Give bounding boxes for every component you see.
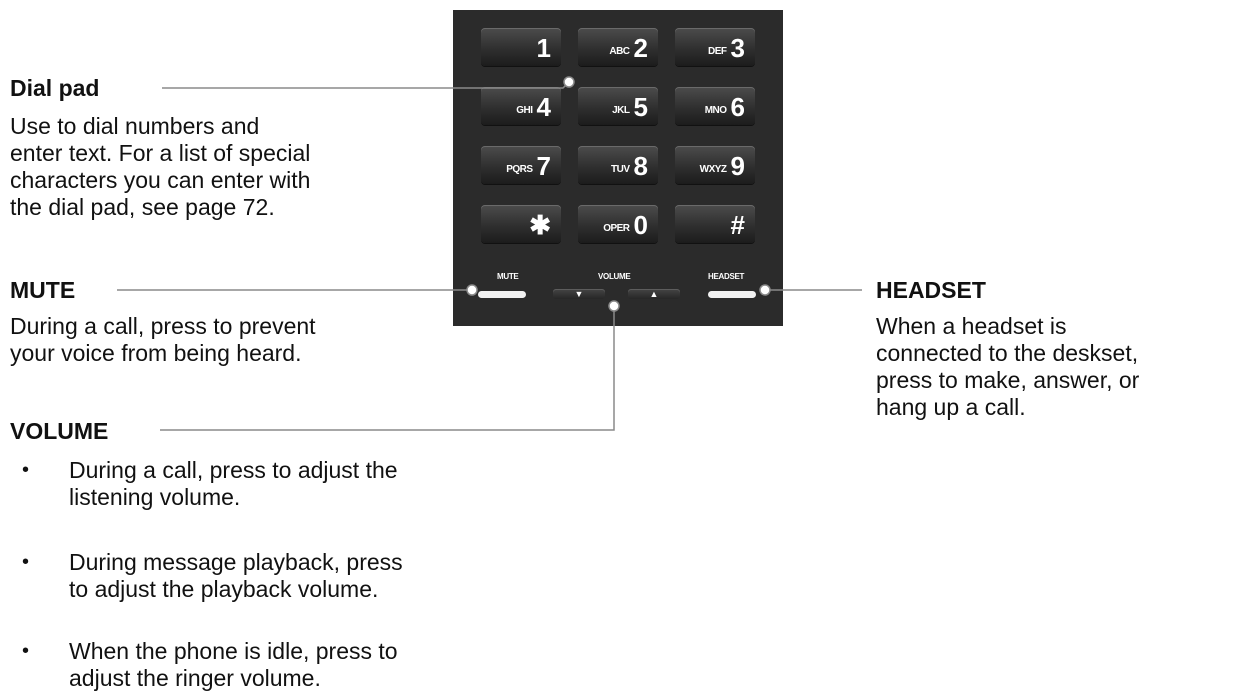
text-line: adjust the ringer volume.	[69, 665, 321, 691]
text-line: listening volume.	[69, 484, 241, 510]
key-4[interactable]: GHI 4	[481, 87, 561, 125]
key-digit: 2	[633, 33, 648, 63]
volume-up-icon: ▲	[649, 289, 659, 299]
text-line: During a call, press to adjust the	[69, 457, 398, 483]
text-line: During message playback, press	[69, 549, 403, 575]
key-3[interactable]: DEF 3	[675, 28, 755, 66]
key-5[interactable]: JKL 5	[578, 87, 658, 125]
text-line: the dial pad, see page 72.	[10, 194, 275, 220]
text-line: to adjust the playback volume.	[69, 576, 379, 602]
volume-title: VOLUME	[10, 418, 109, 444]
headset-description: When a headset is connected to the desks…	[876, 313, 1139, 421]
volume-key-label: VOLUME	[598, 272, 631, 281]
key-letters: DEF	[708, 46, 727, 57]
key-9[interactable]: WXYZ 9	[675, 146, 755, 184]
mute-description: During a call, press to prevent your voi…	[10, 313, 316, 367]
bullet-icon: •	[22, 640, 30, 662]
volume-down-key[interactable]: ▼	[553, 289, 605, 299]
volume-bullet-2: During message playback, press to adjust…	[69, 549, 403, 603]
text-line: Use to dial numbers and	[10, 113, 260, 139]
key-digit: 4	[536, 92, 551, 122]
key-digit: 7	[536, 151, 551, 181]
text-line: hang up a call.	[876, 394, 1026, 420]
key-letters: PQRS	[506, 164, 533, 175]
key-letters: GHI	[516, 105, 533, 116]
dial-pad-title: Dial pad	[10, 75, 100, 101]
text-line: When the phone is idle, press to	[69, 638, 398, 664]
key-digit: 5	[633, 92, 648, 122]
volume-pointer	[608, 300, 620, 312]
volume-leader	[160, 310, 615, 431]
text-line: enter text. For a list of special	[10, 140, 311, 166]
key-digit: #	[730, 210, 745, 240]
key-letters: TUV	[611, 164, 630, 175]
volume-up-key[interactable]: ▲	[628, 289, 680, 299]
headset-key[interactable]	[708, 291, 756, 298]
key-digit: 1	[536, 33, 551, 63]
key-7[interactable]: PQRS 7	[481, 146, 561, 184]
mute-title: MUTE	[10, 277, 76, 303]
key-digit: 0	[633, 210, 648, 240]
text-line: your voice from being heard.	[10, 340, 302, 366]
key-2[interactable]: ABC 2	[578, 28, 658, 66]
headset-title: HEADSET	[876, 277, 986, 303]
key-digit: ✱	[529, 210, 551, 240]
volume-down-icon: ▼	[574, 289, 584, 299]
key-1[interactable]: 1	[481, 28, 561, 66]
text-line: When a headset is	[876, 313, 1067, 339]
dial-pad-description: Use to dial numbers and enter text. For …	[10, 113, 310, 221]
text-line: During a call, press to prevent	[10, 313, 316, 339]
key-digit: 6	[730, 92, 745, 122]
volume-bullet-1: During a call, press to adjust the liste…	[69, 457, 398, 511]
text-line: connected to the deskset,	[876, 340, 1139, 366]
mute-key-label: MUTE	[497, 272, 519, 281]
key-star[interactable]: ✱	[481, 205, 561, 243]
volume-bullet-3: When the phone is idle, press to adjust …	[69, 638, 398, 692]
mute-pointer	[466, 284, 478, 296]
text-line: characters you can enter with	[10, 167, 311, 193]
key-6[interactable]: MNO 6	[675, 87, 755, 125]
headset-key-label: HEADSET	[708, 272, 745, 281]
dial-pad-pointer	[563, 76, 575, 88]
key-letters: ABC	[609, 46, 630, 57]
key-pound[interactable]: #	[675, 205, 755, 243]
headset-pointer	[759, 284, 771, 296]
mute-key[interactable]	[478, 291, 526, 298]
key-digit: 9	[730, 151, 745, 181]
text-line: press to make, answer, or	[876, 367, 1140, 393]
key-digit: 3	[730, 33, 745, 63]
key-letters: JKL	[612, 105, 630, 116]
key-letters: WXYZ	[699, 164, 727, 175]
key-letters: MNO	[704, 105, 727, 116]
bullet-icon: •	[22, 551, 30, 573]
key-digit: 8	[633, 151, 648, 181]
key-8[interactable]: TUV 8	[578, 146, 658, 184]
dial-pad-leader	[162, 81, 570, 89]
dial-pad-illustration: 1 ABC 2 DEF 3 GHI 4 JKL 5 MNO 6 PQRS 7 T…	[453, 10, 783, 326]
key-0[interactable]: OPER 0	[578, 205, 658, 243]
bullet-icon: •	[22, 459, 30, 481]
key-letters: OPER	[603, 223, 630, 234]
